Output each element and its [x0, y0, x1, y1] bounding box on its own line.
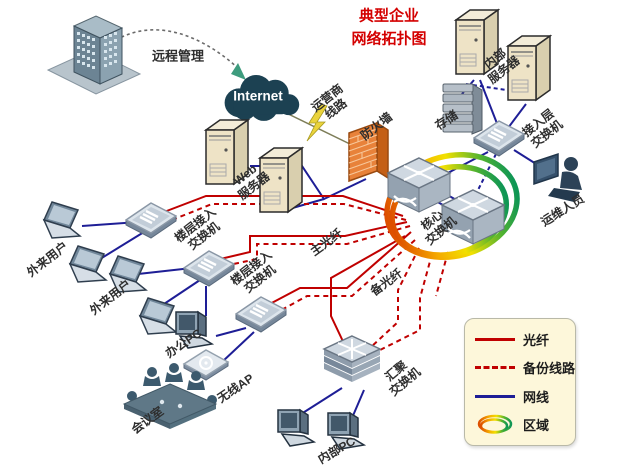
legend-row-zone: 区域: [475, 413, 575, 437]
legend-row-backup: 备份线路: [475, 356, 575, 380]
internal-pc-2-icon: [327, 412, 365, 450]
web-server-1-icon: [205, 119, 249, 185]
legend-row-lan: 网线: [475, 384, 575, 408]
title-line-1: 典型企业: [358, 7, 420, 25]
internal-server-1-icon: [455, 9, 499, 75]
web-server-2-icon: [259, 147, 303, 213]
fiber-line-sample: [475, 337, 515, 341]
legend-label-lan: 网线: [523, 389, 550, 405]
external-laptop-4-icon: [139, 297, 177, 335]
aggregation-switch-icon: [323, 335, 381, 383]
fiber-lines: [163, 195, 449, 353]
label-internet: Internet: [233, 88, 283, 104]
floor-switch-2-icon: [182, 249, 236, 288]
legend-label-fiber: 光纤: [523, 332, 550, 348]
legend-label-zone: 区域: [523, 418, 550, 434]
legend-label-backup: 备份线路: [523, 361, 576, 377]
legend-row-fiber: 光纤: [475, 327, 575, 351]
backup-line-sample: [475, 366, 515, 370]
floor-switch-3-icon: [234, 295, 288, 334]
lightning-bolt-icon: [306, 103, 328, 142]
external-laptop-2-icon: [69, 245, 107, 283]
headquarters-building-icon: [47, 15, 141, 95]
storage-array-icon: [442, 83, 483, 135]
lan-line-sample: [475, 394, 515, 398]
legend-box: 光纤 备份线路 网线 区域: [464, 318, 576, 446]
ops-staff-icon: [533, 153, 583, 203]
firewall-icon: [348, 122, 389, 182]
zone-ring-sample: [477, 414, 513, 434]
internal-pc-1-icon: [277, 409, 315, 447]
internal-server-2-icon: [507, 35, 551, 101]
wireless-ap-icon: [183, 349, 229, 381]
floor-switch-1-icon: [124, 201, 178, 240]
remote-management-link: [115, 29, 246, 80]
title-line-2: 网络拓扑图: [351, 30, 427, 47]
office-pc-icon: [175, 311, 213, 349]
diagram-title: 典型企业 网络拓扑图: [351, 6, 426, 51]
external-laptop-1-icon: [43, 201, 81, 239]
